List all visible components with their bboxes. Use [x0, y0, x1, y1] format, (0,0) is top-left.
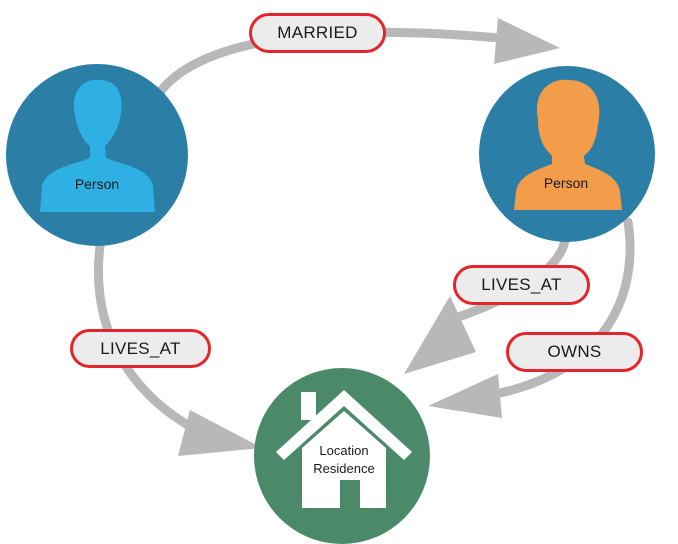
edge-label-married: MARRIED	[249, 13, 386, 53]
edge-label-owns: OWNS	[506, 332, 643, 372]
person-silhouette-icon	[40, 79, 155, 212]
owns-arrow	[485, 217, 635, 400]
location-node	[254, 368, 430, 544]
married-arrowhead	[494, 18, 560, 64]
edge-label-lives-at-right: LIVES_AT	[453, 265, 590, 305]
house-icon	[276, 390, 412, 508]
edge-label-lives-at-left: LIVES_AT	[70, 329, 211, 368]
person-left-label: Person	[74, 176, 120, 192]
location-label-line1: Location	[319, 443, 369, 458]
location-label-line2: Residence	[313, 461, 375, 476]
person-silhouette-icon	[514, 79, 622, 210]
person-node-right	[479, 66, 655, 242]
person-node-left	[6, 64, 188, 246]
person-right-label: Person	[543, 175, 589, 191]
lives-at-right-arrowhead	[404, 296, 476, 374]
lives-at-left-arrowhead	[178, 410, 262, 456]
owns-arrowhead	[428, 374, 502, 418]
